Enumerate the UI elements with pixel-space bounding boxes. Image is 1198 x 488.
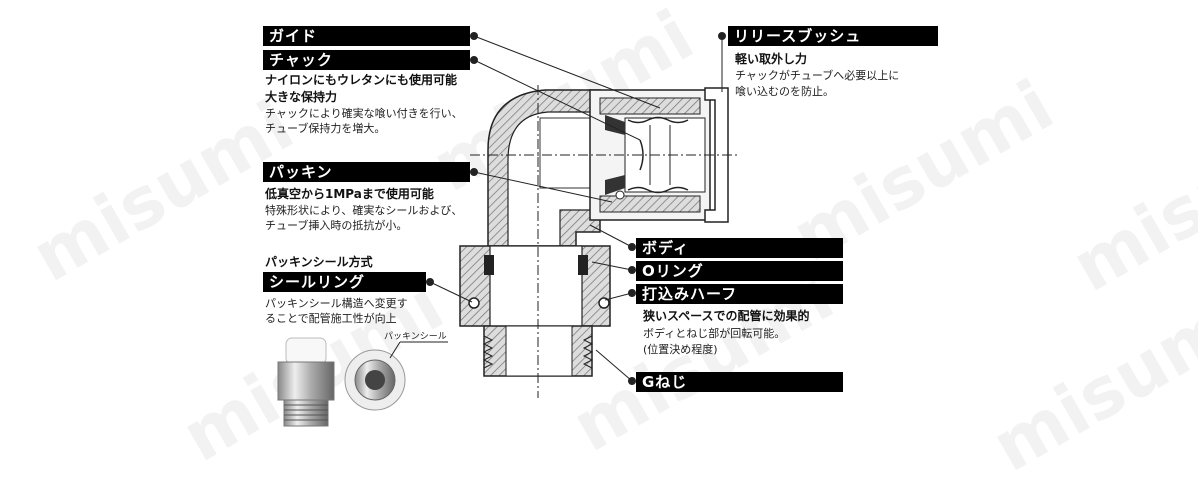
product-photo-packing xyxy=(344,341,448,411)
label-release-bush: リリースブッシュ xyxy=(728,26,938,46)
seal-method-heading: パッキンシール方式 xyxy=(265,255,373,269)
release-desc-2: 喰い込むのを防止。 xyxy=(735,85,834,98)
label-body: ボディ xyxy=(636,238,843,258)
packing-desc-2: チューブ挿入時の抵抗が小。 xyxy=(265,219,408,232)
label-seal-ring: シールリング xyxy=(263,272,426,292)
chuck-desc-1: チャックにより確実な喰い付きを行い、 xyxy=(265,107,463,120)
release-desc-1: チャックがチューブへ必要以上に xyxy=(735,69,900,82)
packing-desc-1: 特殊形状により、確実なシールおよび、 xyxy=(265,204,463,217)
label-g-thread: Gねじ xyxy=(636,372,843,392)
label-guide: ガイド xyxy=(263,26,470,46)
chuck-heading-1: ナイロンにもウレタンにも使用可能 xyxy=(265,73,458,87)
seal-desc-2: ることで配管施工性が向上 xyxy=(265,312,397,325)
drive-desc-1: ボディとねじ部が回転可能。 xyxy=(643,327,786,340)
chuck-desc-2: チューブ保持力を増大。 xyxy=(265,122,386,135)
cross-section-diagram xyxy=(277,32,740,427)
drive-heading: 狭いスペースでの配管に効果的 xyxy=(643,309,810,323)
packing-heading: 低真空から1MPaまで使用可能 xyxy=(265,187,434,201)
drive-desc-2: (位置決め程度) xyxy=(643,343,718,356)
lower-fitting xyxy=(459,245,611,377)
chuck-heading-2: 大きな保持力 xyxy=(265,90,338,104)
elbow-body xyxy=(487,89,601,247)
label-drive-half: 打込みハーフ xyxy=(636,284,843,304)
leader-lines xyxy=(426,32,726,385)
seal-desc-1: パッキンシール構造へ変更す xyxy=(265,297,408,310)
label-chuck: チャック xyxy=(263,50,470,70)
label-packing: パッキン xyxy=(263,162,470,182)
photo-caption: パッキンシール xyxy=(384,332,447,342)
product-photo-straight xyxy=(277,337,335,427)
label-o-ring: Oリング xyxy=(636,261,843,281)
release-heading: 軽い取外し力 xyxy=(735,52,808,66)
